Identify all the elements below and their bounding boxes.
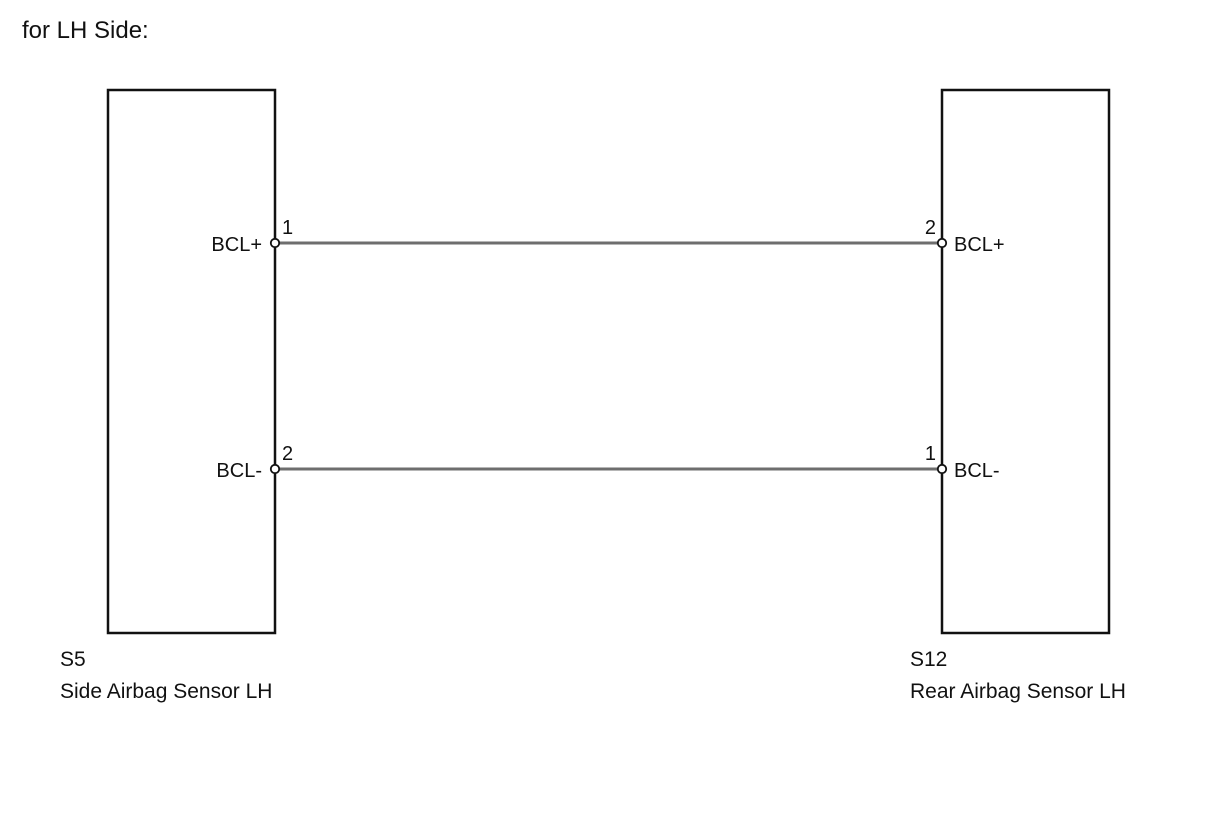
right-signal-upper: BCL+	[954, 234, 1005, 256]
left-component-box	[106, 88, 277, 635]
left-pin-number-upper: 1	[282, 217, 293, 239]
left-signal-lower: BCL-	[216, 460, 262, 482]
right-terminal-upper	[936, 237, 948, 249]
right-signal-lower: BCL-	[954, 460, 1000, 482]
left-pin-number-lower: 2	[282, 443, 293, 465]
right-pin-number-lower: 1	[925, 443, 936, 465]
left-terminal-upper	[269, 237, 281, 249]
diagram-caption: for LH Side:	[22, 17, 149, 44]
left-signal-upper: BCL+	[211, 234, 262, 256]
right-pin-number-upper: 2	[925, 217, 936, 239]
left-terminal-lower	[269, 463, 281, 475]
right-component-code: S12	[910, 648, 947, 671]
left-component-name: Side Airbag Sensor LH	[60, 680, 272, 703]
right-component-name: Rear Airbag Sensor LH	[910, 680, 1126, 703]
left-component-code: S5	[60, 648, 86, 671]
right-component-box	[940, 88, 1111, 635]
right-terminal-lower	[936, 463, 948, 475]
